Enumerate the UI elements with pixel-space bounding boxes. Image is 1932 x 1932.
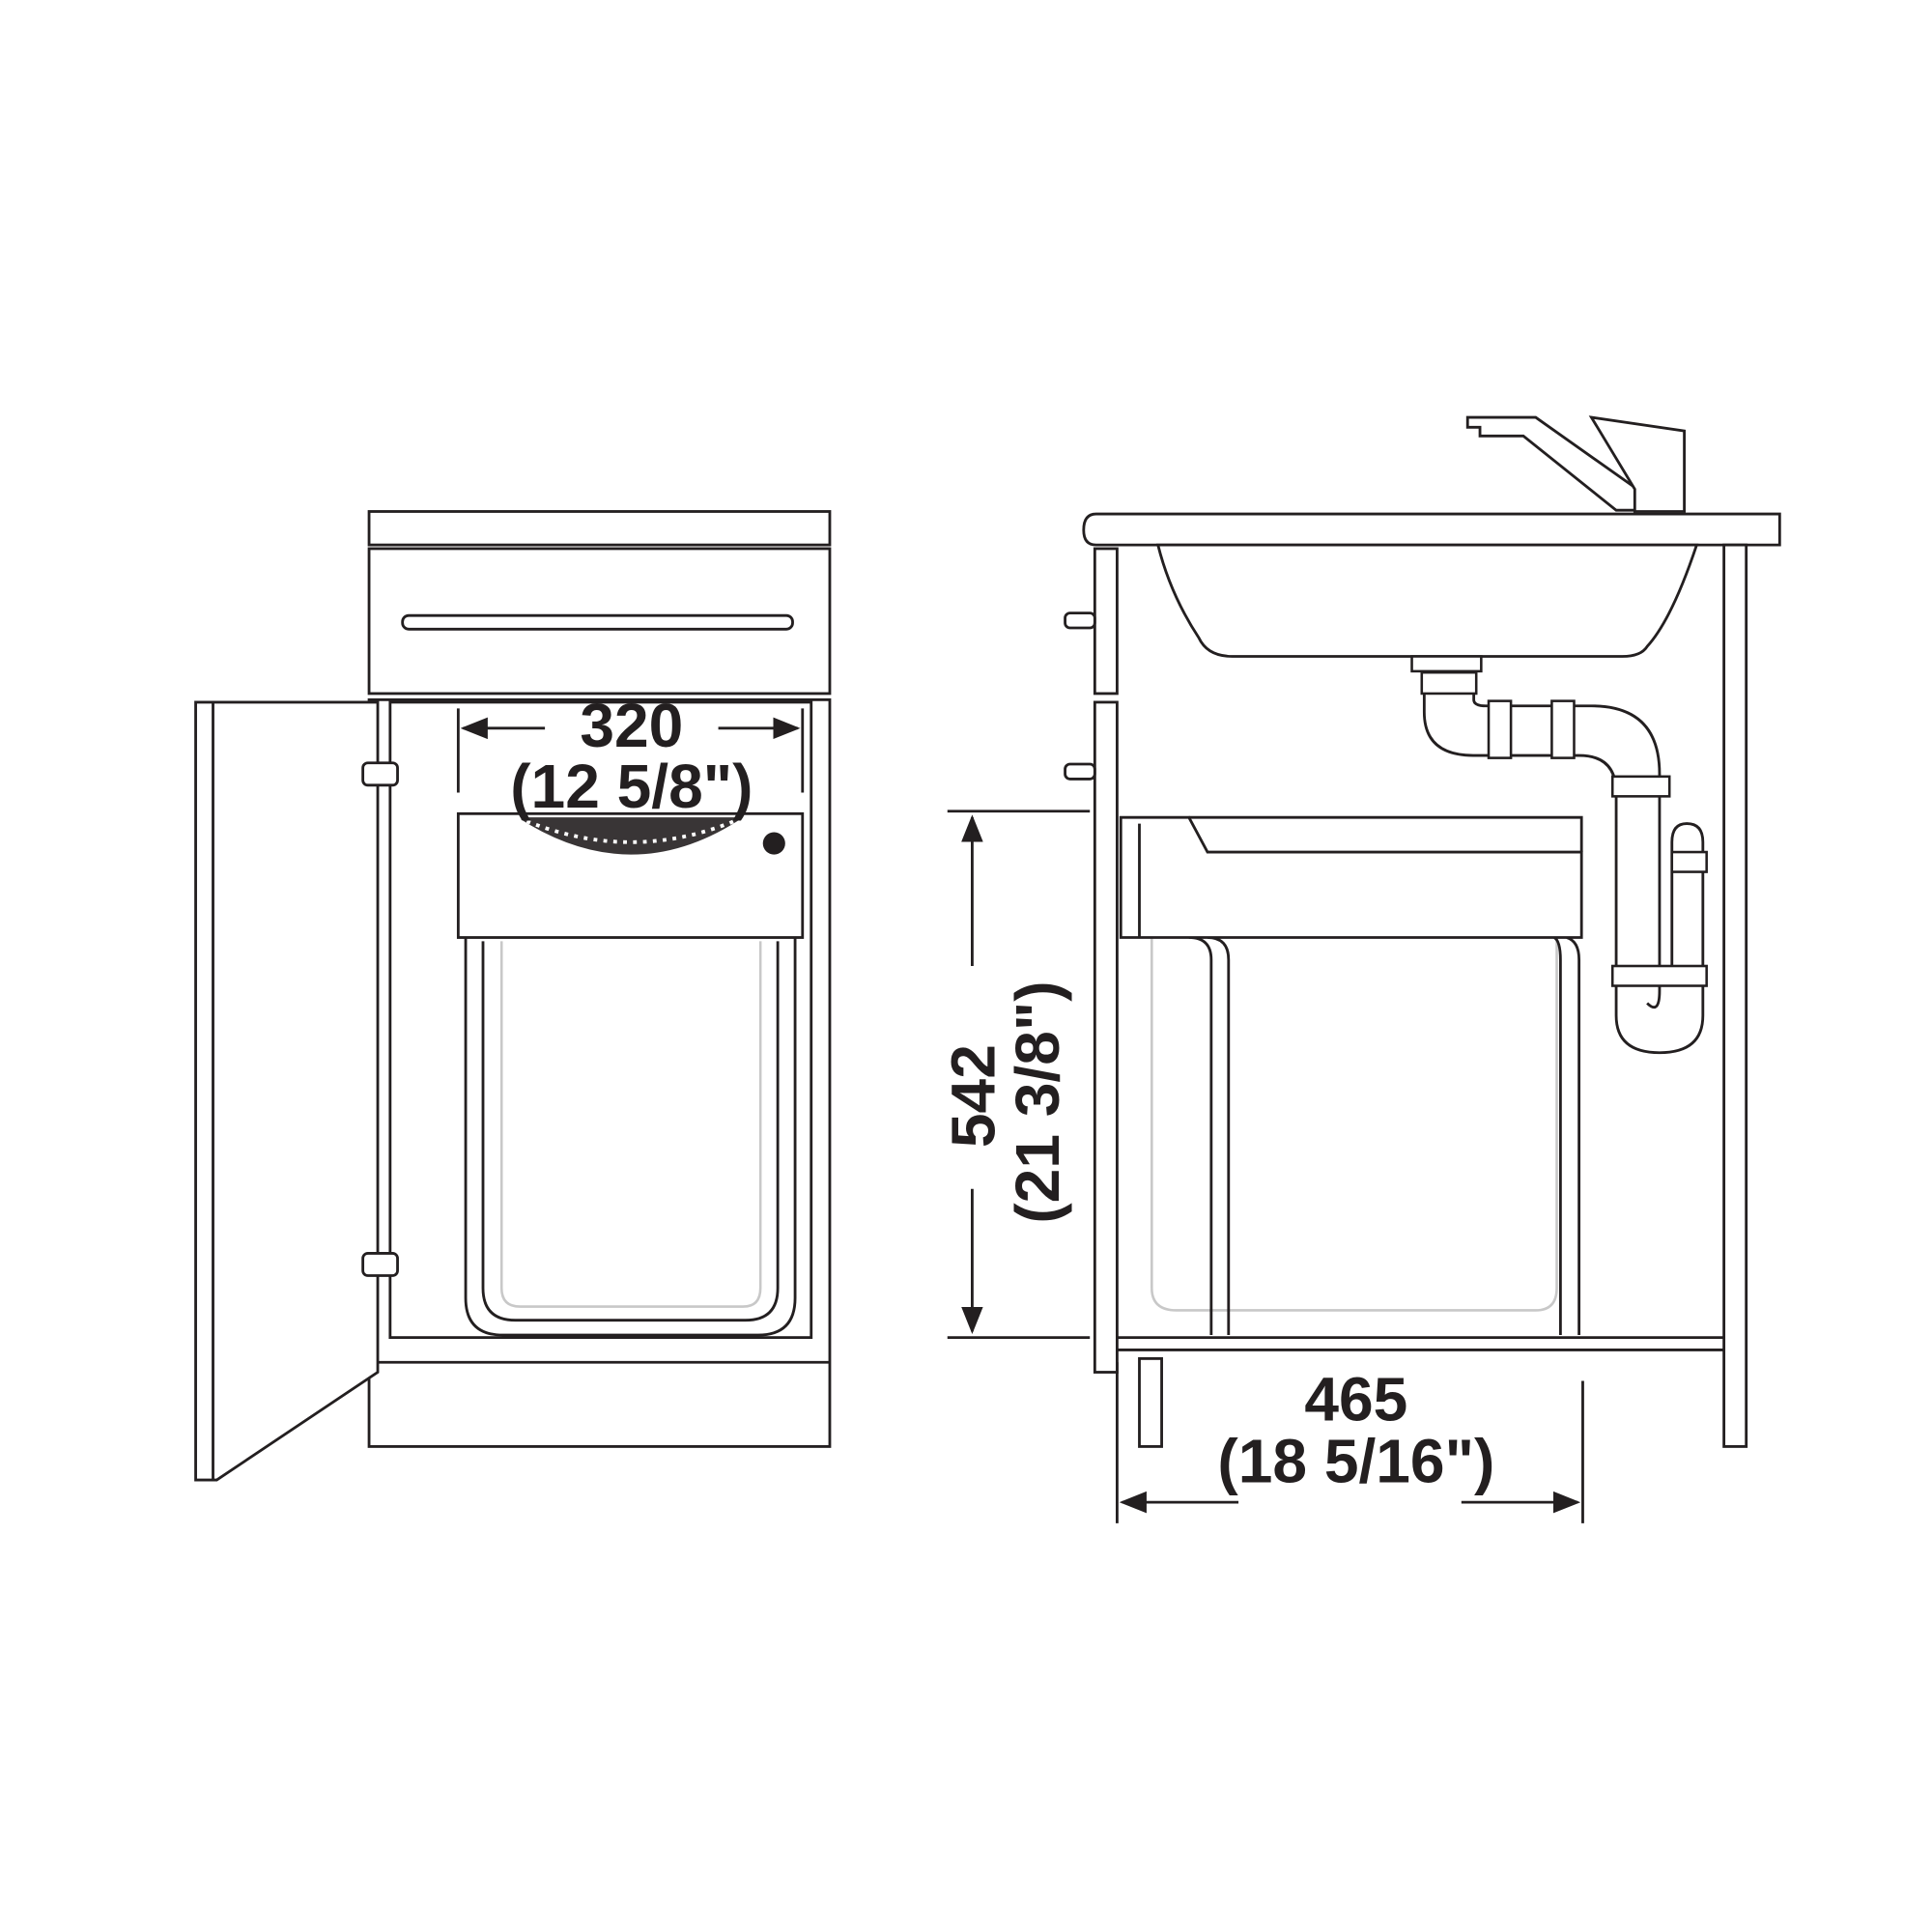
sink-basin [1155, 543, 1699, 658]
door-side [1093, 700, 1119, 1374]
leg-front [1138, 1357, 1163, 1448]
knob-top [1064, 611, 1096, 630]
faucet [1465, 415, 1686, 513]
hinge-bottom [361, 1252, 399, 1277]
cabinet-interior [388, 700, 813, 1340]
knob-bottom [1064, 762, 1096, 781]
depth-mm: 465 [1304, 1365, 1407, 1435]
drawer-handle [401, 613, 794, 631]
depth-inch: (18 5/16") [1217, 1427, 1494, 1496]
bin-frame-rail-front [1188, 936, 1231, 1336]
front-view-cabinet [194, 510, 832, 1482]
side-view-cabinet [1064, 415, 1781, 1448]
countertop-side [1082, 512, 1781, 547]
cabinet-back-panel [1722, 543, 1748, 1448]
bin-container [499, 941, 762, 1308]
height-inch: (21 3/8") [1003, 980, 1072, 1223]
dimension-depth: 465 (18 5/16") [1116, 1362, 1584, 1523]
lid-button [762, 832, 785, 855]
hinge-top [361, 761, 399, 787]
lid-grill [517, 815, 745, 855]
width-mm: 320 [580, 691, 683, 760]
dimension-height: 542 (21 3/8") [938, 810, 1091, 1340]
bin-lid-side [1119, 815, 1583, 939]
bin-frame [464, 937, 797, 1337]
width-inch: (12 5/8") [510, 752, 753, 821]
bin-container-side [1151, 937, 1558, 1312]
open-door [194, 700, 380, 1482]
drain-pipe [1410, 655, 1708, 1055]
countertop [367, 510, 832, 547]
height-mm: 542 [938, 1044, 1008, 1148]
dimension-width: 320 (12 5/8") [456, 691, 805, 821]
drawer-side [1093, 547, 1119, 696]
